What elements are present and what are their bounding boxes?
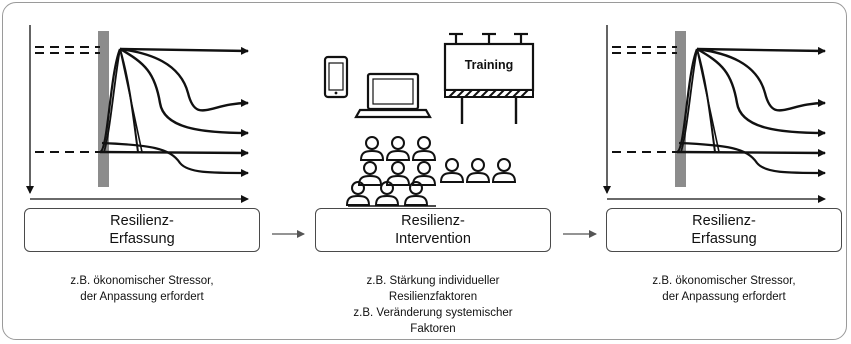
caption-line: z.B. Veränderung systemischer — [353, 307, 513, 319]
box-resilienz-erfassung-right: Resilienz- Erfassung — [606, 208, 842, 252]
caption-line: z.B. Stärkung individueller — [366, 275, 500, 287]
box-line-2: Erfassung — [691, 231, 757, 247]
box-line-1: Resilienz- — [692, 213, 756, 229]
billboard-icon — [443, 32, 535, 124]
caption-line: der Anpassung erfordert — [662, 291, 786, 303]
caption-line: z.B. ökonomischer Stressor, — [652, 275, 796, 287]
caption-line: Resilienzfaktoren — [388, 291, 478, 303]
resilience-chart-right — [607, 25, 825, 199]
caption-line: Faktoren — [410, 323, 456, 335]
caption-left: z.B. ökonomischer Stressor, der Anpassun… — [24, 273, 260, 305]
people-group-icon — [346, 136, 516, 207]
caption-right: z.B. ökonomischer Stressor, der Anpassun… — [606, 273, 842, 305]
box-line-1: Resilienz- — [110, 213, 174, 229]
billboard-label: Training — [464, 58, 514, 72]
caption-middle: z.B. Stärkung individueller Resilienzfak… — [305, 273, 561, 337]
box-line-1: Resilienz- — [401, 213, 465, 229]
box-line-2: Intervention — [395, 231, 471, 247]
box-resilienz-erfassung-left: Resilienz- Erfassung — [24, 208, 260, 252]
caption-line: der Anpassung erfordert — [80, 291, 204, 303]
caption-line: z.B. ökonomischer Stressor, — [70, 275, 214, 287]
diagram-frame — [2, 2, 847, 340]
smartphone-icon — [323, 55, 349, 99]
box-line-2: Erfassung — [109, 231, 175, 247]
laptop-icon — [354, 72, 432, 119]
resilience-chart-left — [30, 25, 248, 199]
box-resilienz-intervention: Resilienz- Intervention — [315, 208, 551, 252]
